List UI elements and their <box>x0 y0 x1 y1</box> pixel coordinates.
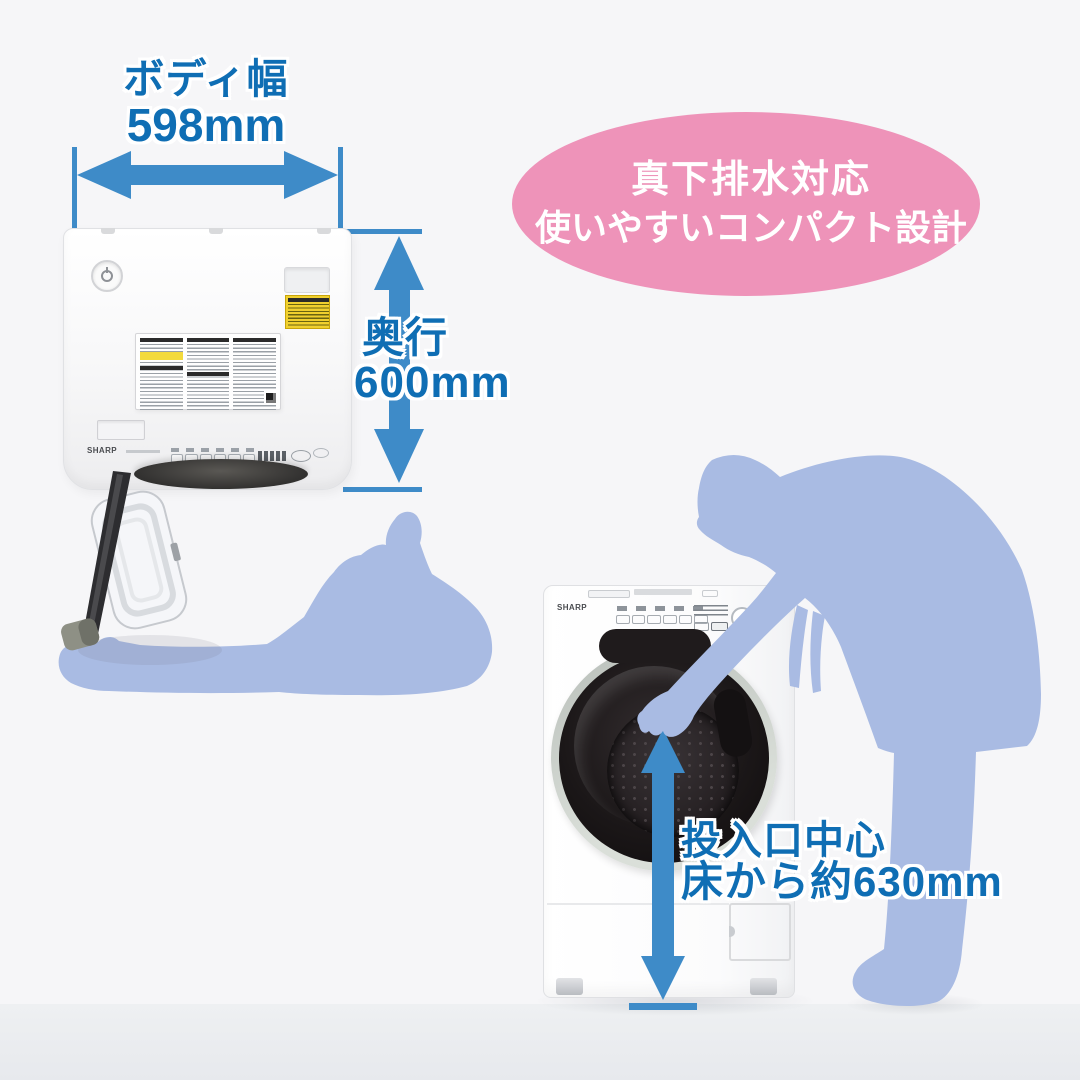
hinge-tab <box>101 228 115 234</box>
panel-dial <box>731 607 753 629</box>
floor-shading <box>0 1004 1080 1080</box>
washer-top-view: SHARP <box>63 228 352 490</box>
machine-foot-left <box>556 978 583 995</box>
body-width-label: ボディ幅 <box>123 56 289 102</box>
dispenser-lid <box>588 590 630 598</box>
depth-label: 奥行 <box>362 314 449 361</box>
start-button <box>291 450 311 462</box>
instruction-label <box>135 333 281 411</box>
door-glass <box>90 490 188 630</box>
time-display <box>258 451 288 461</box>
door-handle-cap <box>61 618 100 651</box>
model-text <box>126 450 160 453</box>
badge-line-2: 使いやすいコンパクト設計 <box>534 207 967 248</box>
body-width-value: 598mm <box>126 99 286 151</box>
depth-value: 600mm <box>354 358 511 407</box>
feature-badge: 真下排水対応 使いやすいコンパクト設計 <box>512 112 980 296</box>
course-button <box>313 448 329 458</box>
machine-foot-right <box>750 978 777 995</box>
badge-line-1: 真下排水対応 <box>630 159 871 201</box>
qr-code <box>264 391 277 403</box>
door-height-label: 投入口中心 <box>681 819 886 863</box>
start-button <box>711 622 728 631</box>
hinge-tab <box>317 228 331 234</box>
width-arrow-icon <box>72 147 343 233</box>
panel-buttons <box>171 454 255 463</box>
foot-shadow <box>845 993 985 1015</box>
top-latch <box>702 590 718 597</box>
door-opening <box>134 459 308 489</box>
hinge-tab <box>209 228 223 234</box>
side-handle-recess <box>284 267 330 293</box>
service-panel <box>729 903 791 961</box>
sharp-logo-front: SHARP <box>557 603 588 612</box>
door-handle-top <box>599 629 711 663</box>
door-shadow <box>78 635 222 665</box>
body-width-dimension: ボディ幅 598mm <box>46 56 366 151</box>
top-vent <box>634 589 692 595</box>
sharp-logo-top: SHARP <box>87 446 118 455</box>
washer-front-view: SHARP <box>543 585 795 998</box>
power-button-icon <box>91 260 123 292</box>
panel-labels <box>617 606 705 611</box>
panel-labels <box>171 448 254 452</box>
panel-text <box>694 605 728 618</box>
door-hinge-bar <box>84 471 131 634</box>
caution-sticker <box>285 295 330 329</box>
detergent-drawer <box>97 420 145 440</box>
door-height-value: 床から約630mm <box>681 858 1003 905</box>
